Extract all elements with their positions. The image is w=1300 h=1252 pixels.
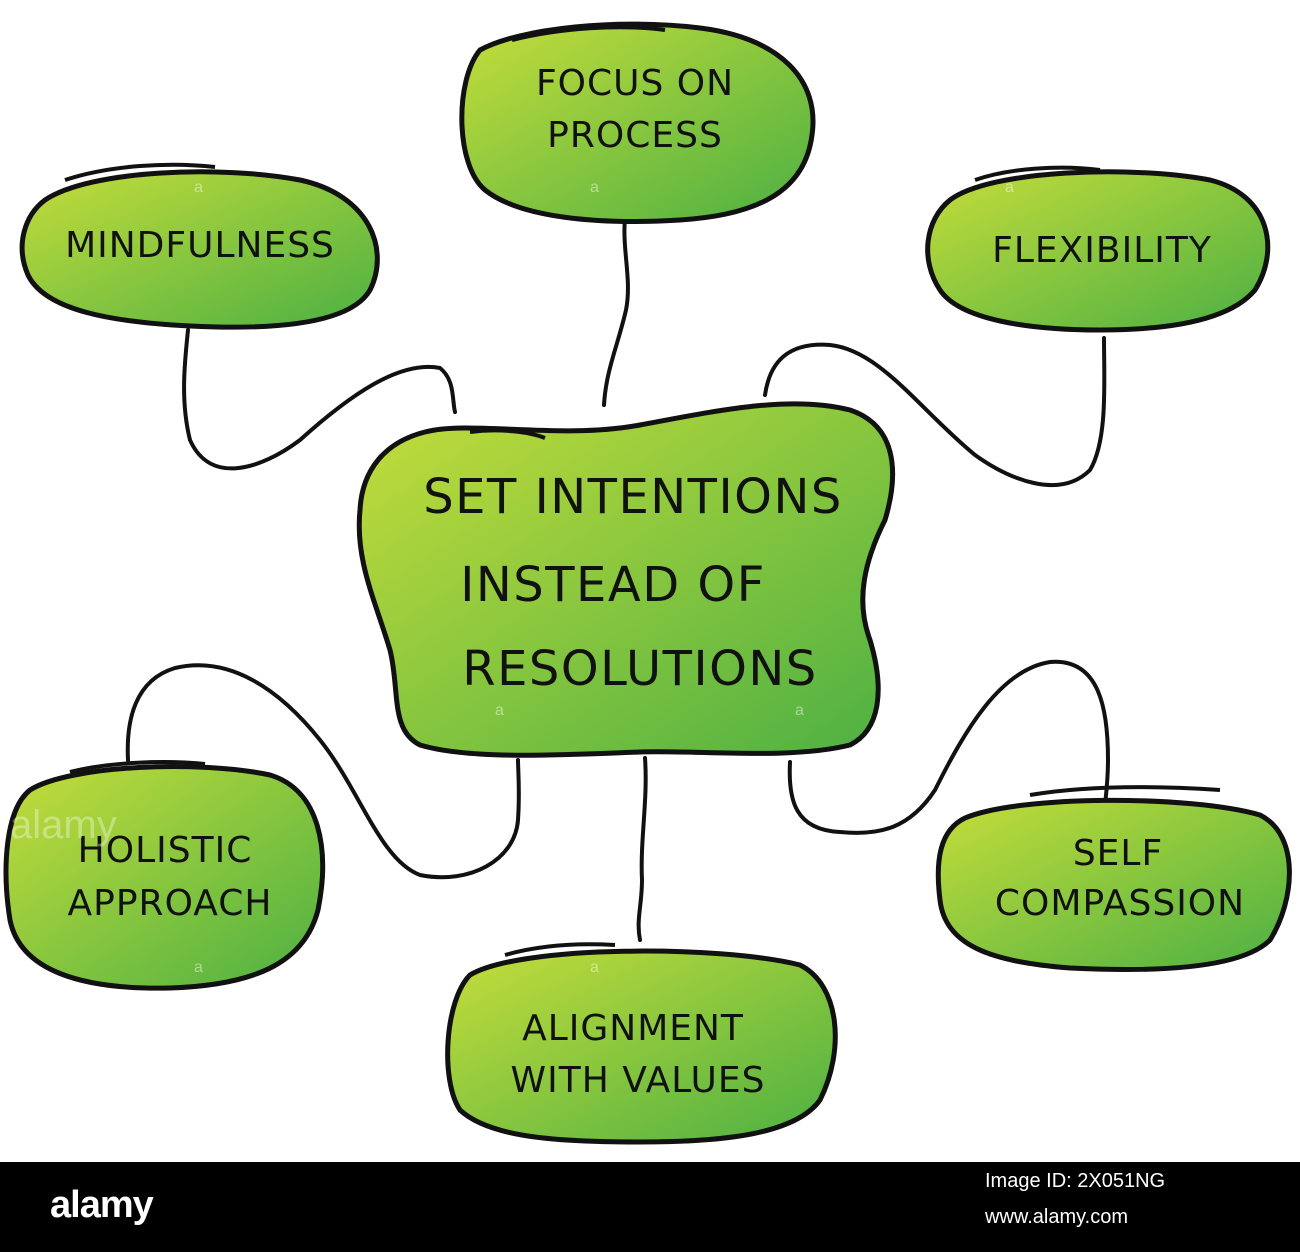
mindfulness-line-1: MINDFULNESS: [65, 225, 335, 266]
watermark-glyph: a: [194, 412, 203, 429]
focus-line-2: PROCESS: [547, 115, 723, 156]
watermark-glyph: a: [194, 959, 203, 976]
node-self-compassion: SELF COMPASSION: [935, 785, 1292, 973]
connector-flexibility: [763, 336, 1107, 487]
node-flexibility: FLEXIBILITY: [925, 165, 1271, 333]
watermark-glyph: a: [495, 702, 504, 719]
center-blob: [356, 401, 896, 758]
watermark-glyph: a: [590, 179, 599, 196]
watermark-glyph: a: [1005, 959, 1014, 976]
holistic-line-2: APPROACH: [68, 883, 273, 924]
node-sketch-stroke: [69, 760, 206, 774]
center-line-1: SET INTENTIONS: [423, 469, 843, 525]
watermark: alamy a a a a a a a a a a a: [10, 179, 1014, 976]
watermark-glyph: a: [590, 959, 599, 976]
node-sketch-stroke: [1029, 785, 1221, 797]
node-blob: [459, 21, 816, 224]
flexibility-line-1: FLEXIBILITY: [992, 230, 1212, 271]
center-line-2: INSTEAD OF: [460, 557, 766, 613]
self-compassion-line-1: SELF: [1073, 833, 1163, 874]
watermark-glyph: a: [1005, 412, 1014, 429]
holistic-line-1: HOLISTIC: [78, 830, 253, 871]
node-sketch-stroke: [64, 162, 216, 182]
center-sketch-stroke: [469, 428, 546, 440]
connectors: [125, 216, 1111, 942]
node-blob: [925, 169, 1271, 333]
node-alignment-with-values: ALIGNMENT WITH VALUES: [445, 942, 838, 1145]
connector-focus: [602, 216, 630, 407]
center-line-3: RESOLUTIONS: [462, 641, 818, 697]
watermark-glyph: a: [194, 179, 203, 196]
node-mindfulness: MINDFULNESS: [19, 162, 380, 330]
node-sketch-stroke: [511, 25, 666, 42]
connector-self-compassion: [787, 659, 1111, 835]
node-sketch-stroke: [974, 165, 1101, 182]
image-id-text: Image ID: 2X051NG: [985, 1170, 1166, 1192]
alamy-logo: alamy: [50, 1184, 154, 1226]
watermark-glyph: a: [1005, 179, 1014, 196]
alignment-line-2: WITH VALUES: [511, 1060, 766, 1101]
node-sketch-stroke: [504, 942, 616, 957]
stock-footer-bar: alamy Image ID: 2X051NG www.alamy.com: [0, 1162, 1300, 1252]
site-url-text: www.alamy.com: [985, 1206, 1128, 1228]
mind-map-diagram: SET INTENTIONS INSTEAD OF RESOLUTIONS FO…: [3, 21, 1292, 1145]
node-blob: [19, 169, 380, 330]
node-focus-on-process: FOCUS ON PROCESS: [459, 21, 816, 224]
node-blob: [445, 948, 838, 1145]
connector-holistic: [125, 663, 521, 880]
connector-alignment: [636, 756, 648, 942]
watermark-logo: alamy: [10, 803, 117, 847]
connector-mindfulness: [182, 328, 457, 471]
center-node: SET INTENTIONS INSTEAD OF RESOLUTIONS: [356, 401, 896, 758]
focus-line-1: FOCUS ON: [536, 63, 734, 104]
alignment-line-1: ALIGNMENT: [522, 1008, 744, 1049]
node-blob: [3, 764, 326, 991]
node-holistic-approach: HOLISTIC APPROACH: [3, 760, 326, 991]
watermark-glyph: a: [795, 702, 804, 719]
watermark-glyph: a: [590, 412, 599, 429]
self-compassion-line-2: COMPASSION: [995, 883, 1245, 924]
node-blob: [935, 797, 1292, 973]
